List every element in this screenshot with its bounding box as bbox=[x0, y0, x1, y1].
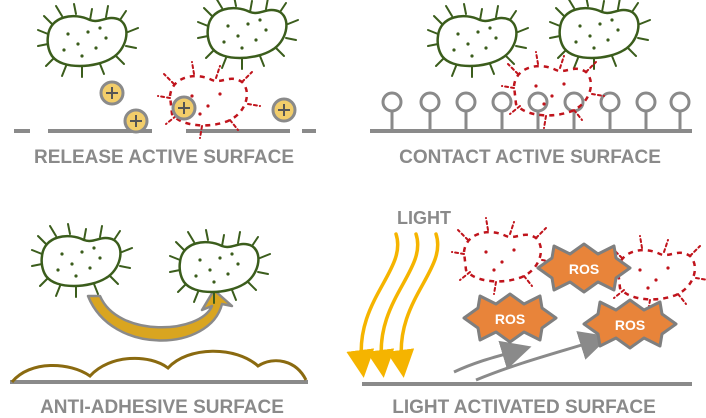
plus-ion-icon bbox=[271, 97, 297, 123]
plus-ion-icon bbox=[171, 95, 197, 121]
contact-pins bbox=[381, 91, 691, 134]
antiadhesive-label: ANTI-ADHESIVE SURFACE bbox=[40, 397, 284, 418]
bacterium-icon bbox=[168, 228, 272, 305]
adhesive-coating bbox=[10, 349, 308, 384]
antiadhesive-panel: ANTI-ADHESIVE SURFACE bbox=[10, 222, 308, 418]
ros-label: ROS bbox=[615, 317, 645, 333]
ros-label: ROS bbox=[495, 311, 525, 327]
bounce-arrow-icon bbox=[86, 288, 234, 342]
light-activated-label: LIGHT ACTIVATED SURFACE bbox=[392, 397, 656, 418]
ros-label: ROS bbox=[569, 261, 599, 277]
contact-panel: CONTACT ACTIVE SURFACE bbox=[370, 0, 692, 168]
release-panel: RELEASE ACTIVE SURFACE bbox=[14, 0, 316, 168]
light-rays-icon bbox=[346, 232, 440, 378]
bacterium-icon bbox=[426, 2, 530, 79]
ros-emission-arrows bbox=[453, 331, 610, 382]
contact-label: CONTACT ACTIVE SURFACE bbox=[399, 147, 661, 168]
light-label: LIGHT bbox=[397, 208, 451, 228]
bacterium-icon bbox=[196, 0, 300, 71]
bacterium-icon bbox=[36, 2, 140, 79]
plus-ion-icon bbox=[123, 108, 149, 134]
bacterium-icon bbox=[548, 0, 652, 71]
plus-ion-icon bbox=[99, 80, 125, 106]
light-panel: LIGHT ROS ROS ROS LIGHT ACTIVATED SURFAC… bbox=[346, 208, 706, 418]
dead-bacterium-icon bbox=[156, 60, 262, 140]
dead-bacterium-icon bbox=[500, 50, 606, 130]
dead-bacterium-icon bbox=[450, 216, 556, 296]
release-label: RELEASE ACTIVE SURFACE bbox=[34, 147, 294, 168]
bacterium-icon bbox=[30, 222, 134, 299]
